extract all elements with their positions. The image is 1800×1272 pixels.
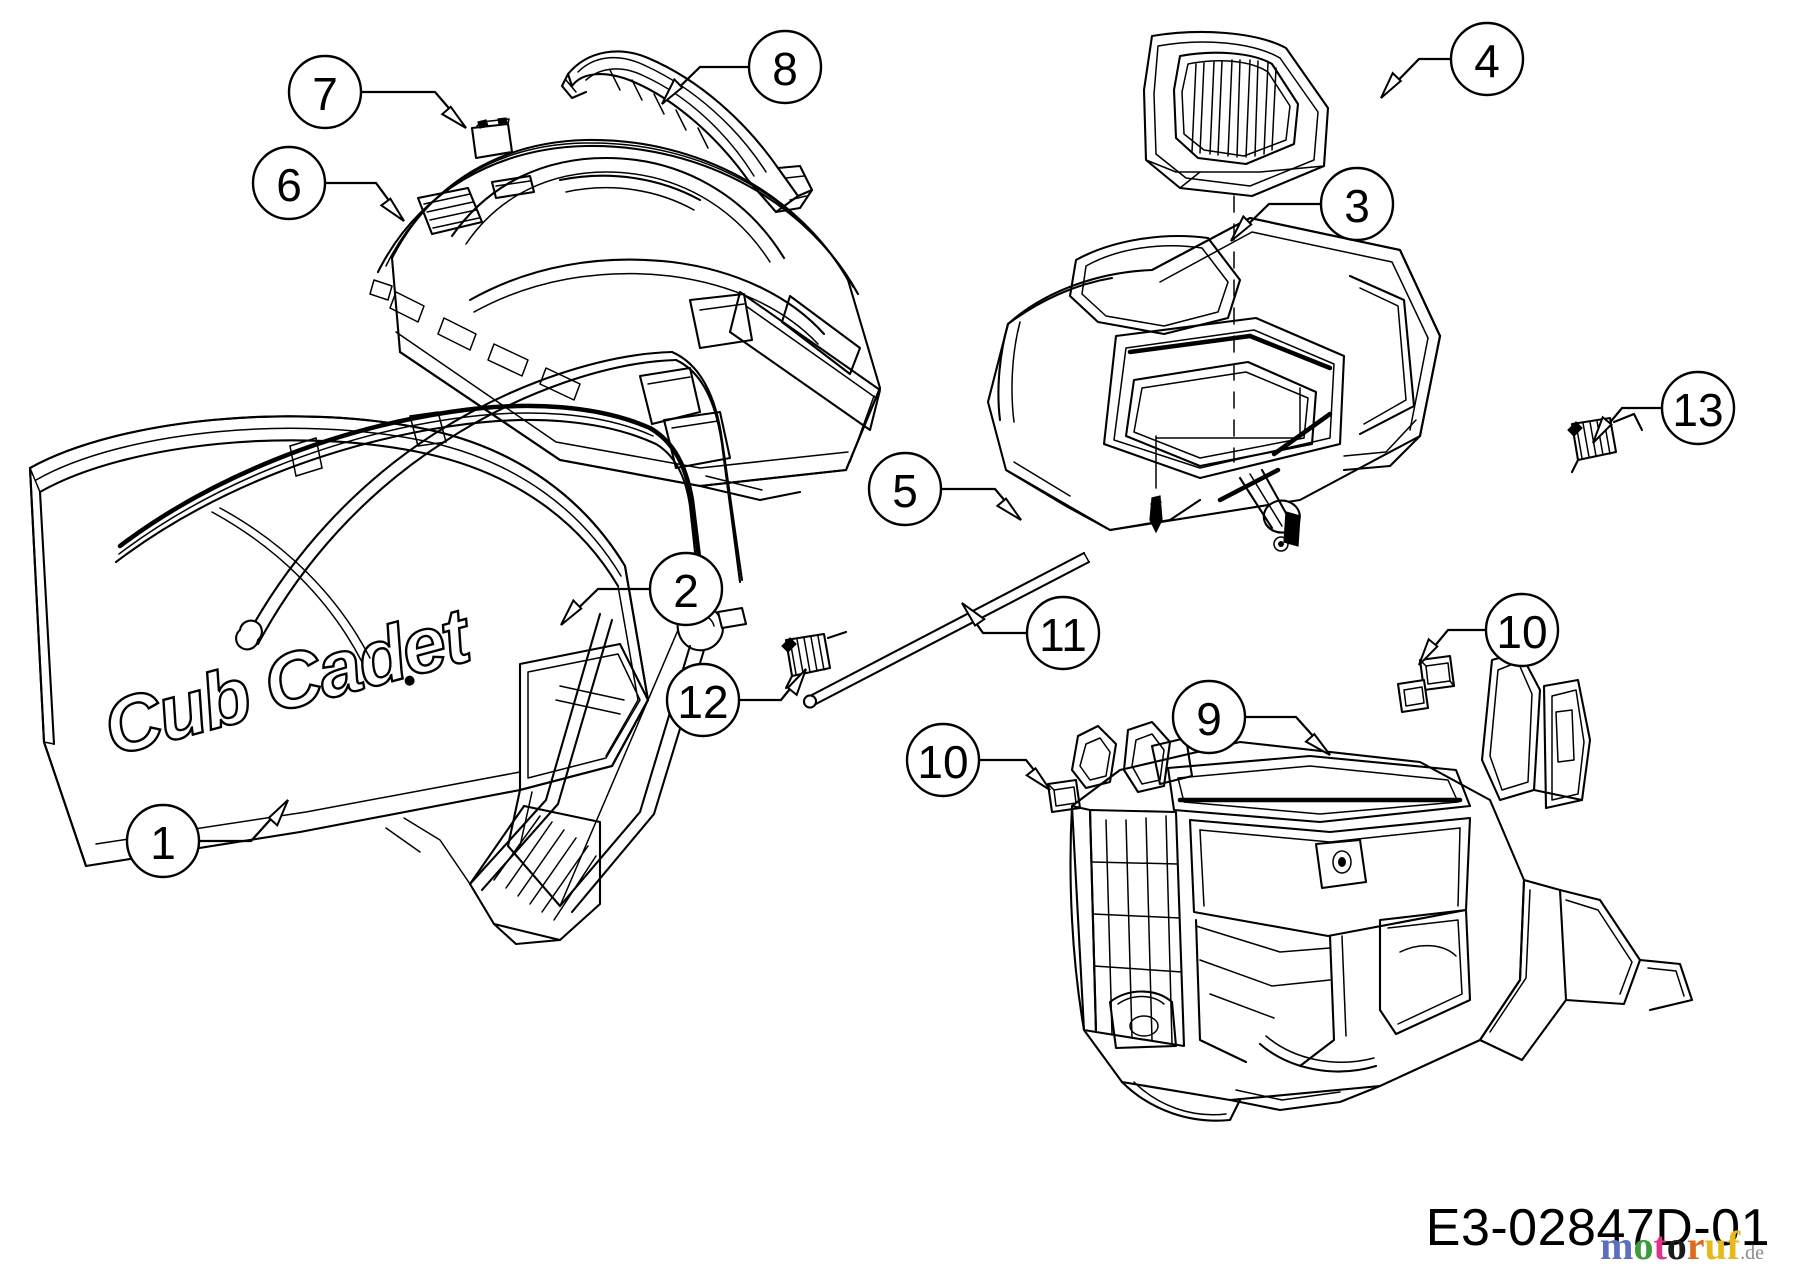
part-upper-cover: [369, 138, 882, 502]
part-vent-grille: [1142, 30, 1330, 198]
watermark: motoruf.de: [1600, 1226, 1764, 1266]
bracket-interior-web: [1194, 908, 1472, 1068]
watermark-letter-4: r: [1686, 1223, 1705, 1268]
watermark-letter-2: t: [1653, 1223, 1667, 1268]
callout-11[interactable]: 11: [961, 595, 1101, 671]
callout-13[interactable]: 13: [1592, 370, 1736, 446]
watermark-letter-0: m: [1600, 1223, 1634, 1268]
callout-number-13: 13: [1672, 384, 1723, 436]
bracket-left-clips: [1070, 720, 1194, 794]
callout-number-2: 2: [673, 565, 699, 617]
callout-arrowhead-9: [1304, 732, 1331, 756]
callout-number-8: 8: [772, 43, 798, 95]
bracket-left-wall: [1070, 804, 1186, 1048]
callout-number-10: 10: [1496, 606, 1547, 658]
callout-arrowhead-8: [661, 77, 684, 105]
logo-registered-dot: [404, 675, 415, 686]
callout-number-10: 10: [917, 736, 968, 788]
callout-circle-12[interactable]: [665, 662, 741, 738]
callout-arrowhead-3: [1230, 214, 1253, 242]
callout-arrowhead-1: [267, 799, 289, 828]
part-rear-cover-housing: [986, 216, 1442, 552]
callout-circle-8[interactable]: [747, 29, 823, 105]
callout-arrowhead-6: [379, 197, 405, 222]
callout-circle-5[interactable]: [867, 451, 943, 527]
callout-arrowhead-4: [1380, 71, 1403, 99]
callout-leader-9: [1245, 715, 1331, 756]
callout-1[interactable]: 1: [125, 799, 289, 879]
callout-circle-10[interactable]: [905, 722, 981, 798]
callout-number-5: 5: [892, 465, 918, 517]
callout-circle-1[interactable]: [125, 803, 201, 879]
callout-arrowhead-7: [440, 105, 467, 129]
cub-cadet-logo: Cub Cadet: [93, 589, 482, 774]
callout-3[interactable]: 3: [1230, 166, 1395, 242]
part-lower-deck-bracket: [1069, 650, 1694, 1122]
callout-arrowhead-11: [961, 602, 987, 628]
callout-arrowhead-2: [560, 598, 583, 626]
callout-5[interactable]: 5: [867, 451, 1022, 527]
drawing-number: E3-02847D-01: [1425, 1199, 1770, 1257]
callout-number-12: 12: [677, 676, 728, 728]
callout-arrowhead-13: [1592, 415, 1613, 444]
part-retaining-clip-upper: [1396, 654, 1456, 714]
callout-number-9: 9: [1196, 693, 1222, 745]
callout-4[interactable]: 4: [1380, 21, 1525, 99]
bag-back-plate: [506, 642, 650, 908]
grille-slats: [1191, 59, 1277, 158]
callout-8[interactable]: 8: [661, 29, 823, 105]
cover-inner-ribs: [638, 292, 754, 470]
housing-pivot-boss: [1262, 499, 1301, 552]
callout-number-7: 7: [312, 68, 338, 120]
part-clip-cap: [470, 117, 514, 160]
cover-right-rail: [698, 290, 882, 502]
callout-12[interactable]: 12: [665, 662, 807, 738]
cover-vent-louvres: [416, 186, 484, 236]
part-carry-handle: [560, 50, 814, 214]
callout-circle-7[interactable]: [287, 54, 363, 130]
part-pin-screw: [1149, 495, 1163, 534]
bracket-right-upright: [1480, 650, 1592, 810]
callout-circle-6[interactable]: [251, 145, 327, 221]
callout-circle-9[interactable]: [1171, 679, 1247, 755]
callout-circle-4[interactable]: [1449, 21, 1525, 97]
callout-arrowhead-10: [1025, 766, 1051, 791]
logo-text: Cub Cadet: [95, 590, 482, 773]
callout-arrowhead-10: [1418, 637, 1439, 666]
callout-number-3: 3: [1344, 180, 1370, 232]
callout-9[interactable]: 9: [1171, 679, 1331, 756]
watermark-letter-6: f: [1726, 1223, 1741, 1268]
part-hinge-rod: [802, 551, 1091, 709]
bracket-right-flange: [1478, 878, 1694, 1062]
part-torsion-spring-left: [781, 630, 848, 690]
callout-10[interactable]: 10: [905, 722, 1051, 798]
bag-chute-teeth: [468, 804, 602, 946]
callout-number-4: 4: [1474, 35, 1500, 87]
callout-arrowhead-12: [786, 668, 807, 697]
callout-circle-2[interactable]: [648, 551, 724, 627]
callout-number-1: 1: [150, 817, 176, 869]
callout-6[interactable]: 6: [251, 145, 405, 222]
callout-number-6: 6: [276, 159, 302, 211]
callout-2[interactable]: 2: [560, 551, 724, 627]
watermark-letter-5: u: [1704, 1223, 1727, 1268]
callout-10[interactable]: 10: [1418, 592, 1560, 668]
bracket-boss-hole: [1314, 838, 1368, 890]
callout-circle-3[interactable]: [1319, 166, 1395, 242]
bracket-bottom-feet: [1120, 1035, 1382, 1122]
pin-assembly-leader: [1155, 387, 1301, 439]
callout-circle-13[interactable]: [1660, 370, 1736, 446]
callout-number-11: 11: [1039, 609, 1087, 661]
watermark-letter-1: o: [1633, 1223, 1654, 1268]
callout-circle-10[interactable]: [1484, 592, 1560, 668]
bracket-left-post: [1108, 990, 1178, 1050]
callout-circle-11[interactable]: [1025, 595, 1101, 671]
callout-arrowhead-5: [995, 497, 1022, 521]
watermark-letter-3: o: [1666, 1223, 1687, 1268]
callout-7[interactable]: 7: [287, 54, 467, 130]
watermark-suffix: .de: [1740, 1242, 1764, 1264]
